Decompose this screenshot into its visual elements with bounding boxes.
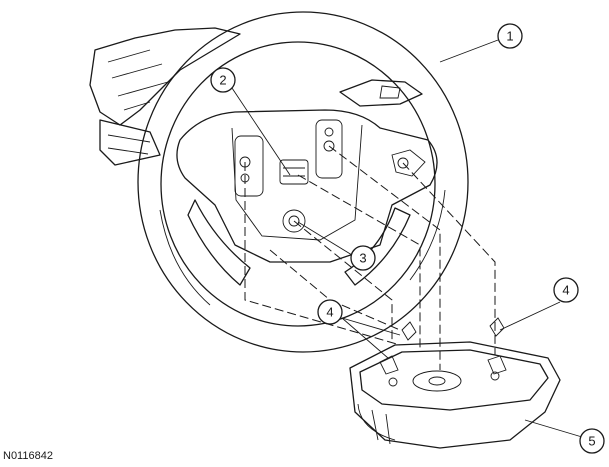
callout-5: 5 bbox=[579, 428, 605, 454]
callout-3-label: 3 bbox=[359, 251, 366, 266]
callout-1-label: 1 bbox=[506, 29, 513, 44]
callout-4-left: 4 bbox=[317, 299, 343, 325]
steering-wheel-rim bbox=[137, 11, 469, 353]
callout-2: 2 bbox=[210, 67, 236, 93]
steering-wheel-hub bbox=[176, 109, 438, 286]
leader-lines bbox=[231, 39, 583, 438]
callout-5-label: 5 bbox=[588, 434, 595, 449]
callout-4-right-label: 4 bbox=[562, 283, 569, 298]
figure-id: N0116842 bbox=[3, 450, 53, 462]
callout-1: 1 bbox=[497, 23, 523, 49]
callout-2-label: 2 bbox=[219, 73, 226, 88]
steering-column bbox=[89, 27, 423, 166]
driver-airbag-module bbox=[349, 317, 561, 449]
callout-3: 3 bbox=[350, 245, 376, 271]
callout-4-right: 4 bbox=[553, 277, 579, 303]
callout-4-left-label: 4 bbox=[326, 305, 333, 320]
